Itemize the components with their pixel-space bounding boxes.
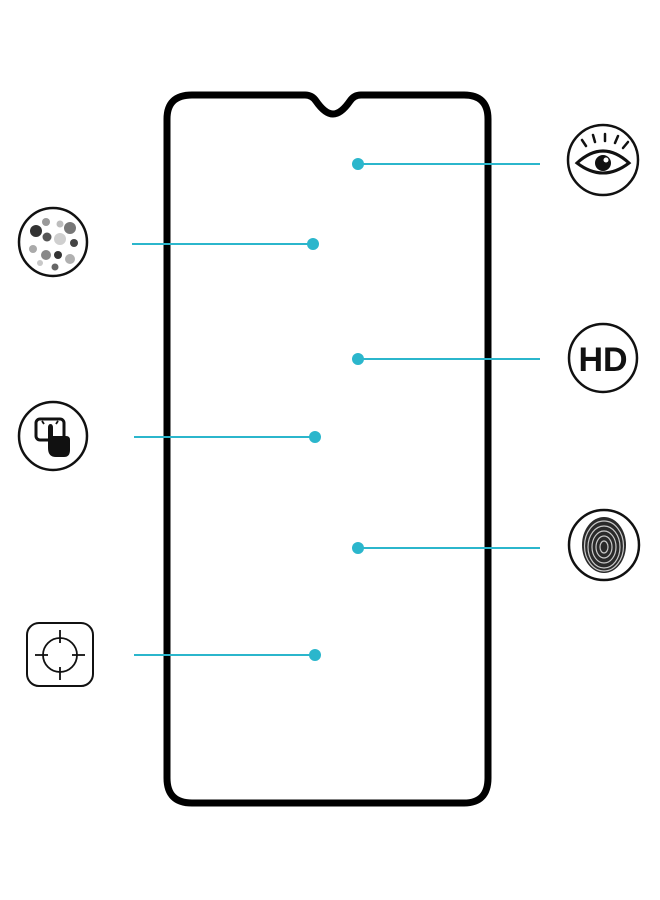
fingerprint-icon [567,508,641,582]
callout-dot-crosshair [309,649,321,661]
hd-icon: HD [567,322,639,394]
callout-dot-hd [352,353,364,365]
crosshair-icon [26,622,94,687]
callout-dots [307,158,364,661]
callout-dot-eye [352,158,364,170]
eye-icon [566,123,640,197]
callout-dot-dust [307,238,319,250]
callout-lines [132,163,540,656]
callout-dot-touch [309,431,321,443]
touch-screen-icon [17,400,89,472]
dust-particles-icon [17,206,89,278]
hd-icon-label: HD [578,341,627,379]
callout-dot-fingerprint [352,542,364,554]
phone-screen-frame [163,91,492,807]
